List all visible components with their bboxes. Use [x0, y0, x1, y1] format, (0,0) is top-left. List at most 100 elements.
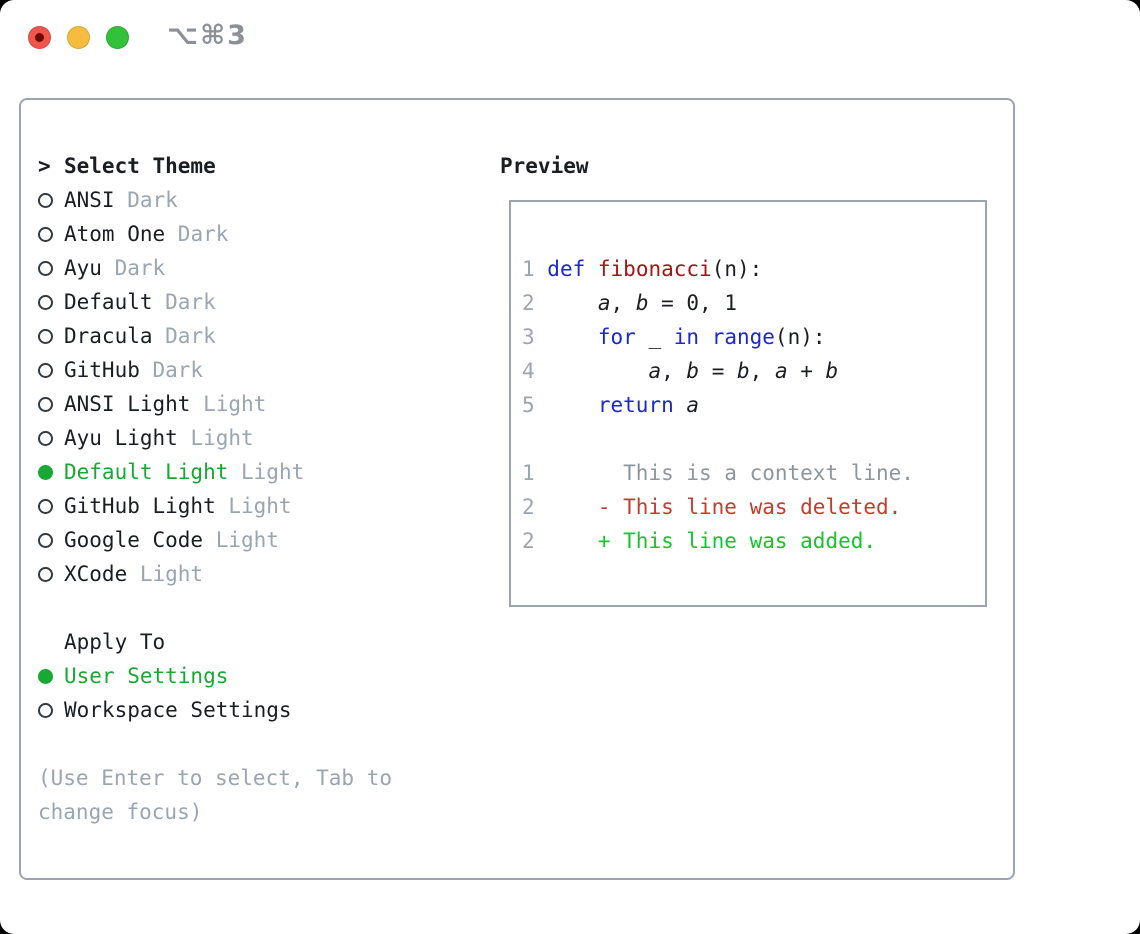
titlebar: ⌥⌘3 — [0, 0, 1140, 98]
option-label: XCode — [64, 562, 128, 586]
radio-icon — [38, 396, 53, 412]
marker — [38, 294, 64, 310]
radio-icon — [38, 702, 53, 718]
code-token: - This line was deleted. — [547, 495, 902, 519]
code-token: fibonacci — [597, 257, 712, 281]
option-label: Atom One — [64, 222, 166, 246]
zoom-button-icon[interactable] — [106, 26, 129, 49]
radio-selected-icon — [38, 668, 53, 684]
code-line — [522, 422, 985, 456]
radio-icon — [38, 192, 53, 208]
option-variant: Light — [139, 562, 204, 586]
marker — [38, 192, 64, 208]
code-token — [585, 257, 598, 281]
code-token: a — [648, 359, 662, 383]
minimize-button-icon[interactable] — [67, 26, 90, 49]
radio-icon — [38, 260, 53, 276]
option-label: GitHub — [64, 358, 140, 382]
apply-to-option[interactable]: User Settings — [38, 659, 500, 693]
prompt-caret-icon: > — [38, 154, 51, 178]
marker — [38, 668, 64, 684]
marker — [38, 532, 64, 548]
code-line: 2 - This line was deleted. — [522, 490, 985, 524]
option-label: Default Light — [64, 460, 229, 484]
code-line: 2 a, b = 0, 1 — [522, 286, 985, 320]
marker — [38, 498, 64, 514]
code-token: _ — [635, 325, 674, 349]
marker — [38, 430, 64, 446]
spacer — [38, 591, 500, 625]
focus-dot-icon — [35, 33, 44, 42]
option-label: Dracula — [64, 324, 153, 348]
apply-to-title: Apply To — [64, 630, 166, 654]
code-token: , — [661, 359, 687, 383]
radio-icon — [38, 532, 53, 548]
marker — [38, 328, 64, 344]
close-button-icon[interactable] — [28, 26, 51, 49]
code-token — [547, 359, 648, 383]
radio-icon — [38, 430, 53, 446]
line-number: 5 — [522, 393, 535, 417]
option-label: GitHub Light — [64, 494, 216, 518]
code-token: range — [711, 325, 775, 349]
theme-option[interactable]: GitHub Light Light — [38, 489, 500, 523]
code-token: def — [547, 257, 586, 281]
code-token: (n): — [774, 325, 826, 349]
marker — [38, 702, 64, 718]
line-number: 1 — [522, 461, 535, 485]
apply-to-option[interactable]: Workspace Settings — [38, 693, 500, 727]
theme-option[interactable]: GitHub Dark — [38, 353, 500, 387]
theme-option[interactable]: Atom One Dark — [38, 217, 500, 251]
code-token: = — [699, 359, 737, 383]
option-variant: Dark — [152, 358, 204, 382]
code-token — [547, 291, 598, 315]
code-token: return — [597, 393, 674, 417]
help-line: (Use Enter to select, Tab to — [38, 766, 393, 790]
preview-title: Preview — [500, 154, 589, 178]
preview-column: Preview 1 def fibonacci(n):2 a, b = 0, 1… — [500, 149, 987, 858]
code-line: 5 return a — [522, 388, 985, 422]
select-theme-title: Select Theme — [64, 154, 216, 178]
line-number: 2 — [522, 529, 535, 553]
code-line: 4 a, b = b, a + b — [522, 354, 985, 388]
code-token: a — [597, 291, 611, 315]
option-variant: Dark — [177, 222, 229, 246]
code-line: 1 def fibonacci(n): — [522, 252, 985, 286]
code-token: This is a context line. — [547, 461, 914, 485]
radio-icon — [38, 294, 53, 310]
line-number: 1 — [522, 257, 535, 281]
option-variant: Dark — [165, 290, 216, 314]
code-line: 3 for _ in range(n): — [522, 320, 985, 354]
option-variant: Light — [228, 494, 292, 518]
theme-option[interactable]: Dracula Dark — [38, 319, 500, 353]
theme-option[interactable]: XCode Light — [38, 557, 500, 591]
radio-icon — [38, 498, 53, 514]
code-token: b — [825, 359, 839, 383]
option-label: Workspace Settings — [64, 698, 292, 722]
marker — [38, 260, 64, 276]
code-token: , — [749, 359, 775, 383]
traffic-lights — [28, 26, 129, 49]
spacer — [38, 727, 500, 761]
code-token: + This line was added. — [547, 529, 877, 553]
radio-selected-icon — [38, 464, 53, 480]
option-variant: Dark — [165, 324, 216, 348]
option-variant: Dark — [114, 256, 166, 280]
marker — [38, 226, 64, 242]
code-token: b — [635, 291, 649, 315]
code-line: 1 This is a context line. — [522, 456, 985, 490]
line-number: 2 — [522, 495, 535, 519]
